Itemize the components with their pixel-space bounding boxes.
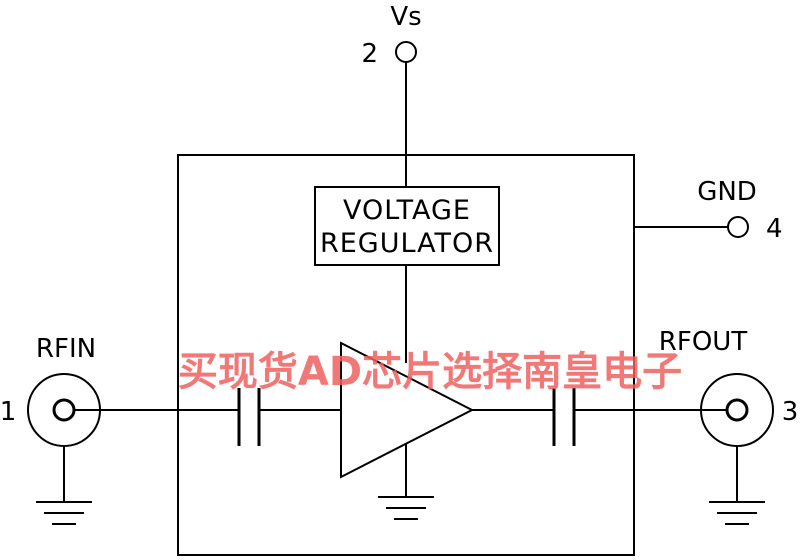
vs-pin-terminal xyxy=(395,41,417,63)
gnd-label: GND xyxy=(697,177,757,207)
pin-1-number: 1 xyxy=(0,397,16,427)
regulator-label-line2: REGULATOR xyxy=(320,228,494,259)
gnd-pin-terminal xyxy=(727,216,749,238)
vs-label: Vs xyxy=(390,2,421,32)
amp-ground-icon xyxy=(378,496,434,520)
rfin-connector-inner xyxy=(52,398,76,422)
rfout-ground-icon xyxy=(709,501,765,525)
input-capacitor-icon xyxy=(237,388,261,446)
watermark-text: 买现货AD芯片选择南皇电子 xyxy=(178,349,682,395)
rfin-label: RFIN xyxy=(36,334,96,364)
pin-2-number: 2 xyxy=(361,39,378,69)
output-capacitor-icon xyxy=(552,388,576,446)
rfin-ground-icon xyxy=(36,501,92,525)
pin-3-number: 3 xyxy=(782,397,799,427)
regulator-label-line1: VOLTAGE xyxy=(343,195,471,226)
rfout-label: RFOUT xyxy=(659,327,748,357)
pin-4-number: 4 xyxy=(766,214,783,244)
rfout-connector-inner xyxy=(725,398,749,422)
